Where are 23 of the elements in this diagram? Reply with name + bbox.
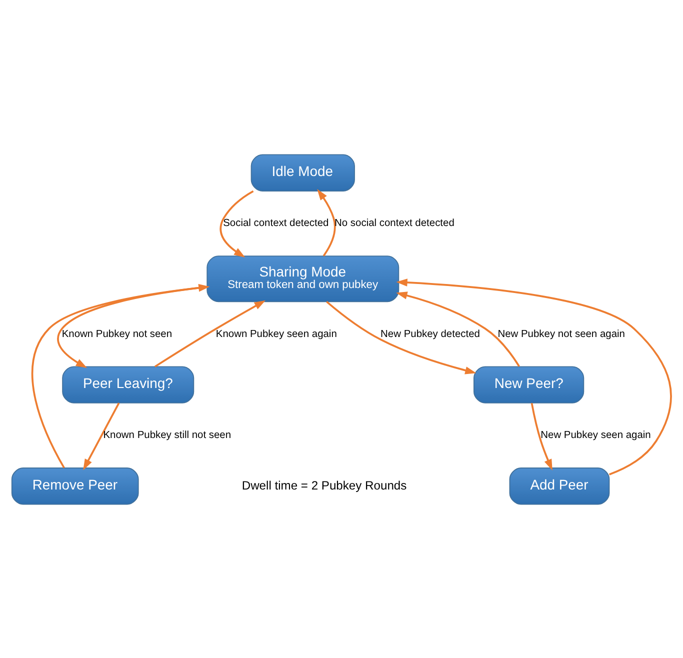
arrow <box>220 190 254 257</box>
edge-label: New Pubkey detected <box>380 328 480 340</box>
node-box: Peer Leaving? <box>62 366 194 403</box>
arrow <box>154 300 266 367</box>
edge-label: New Pubkey seen again <box>540 430 651 441</box>
arrow <box>396 278 672 475</box>
label: Dwell time = 2 Pubkey Rounds <box>242 478 407 492</box>
node-box: Add Peer <box>509 467 610 504</box>
arrow <box>83 402 120 470</box>
edge-label: Known Pubkey still not seen <box>103 430 232 441</box>
arrow <box>31 283 210 468</box>
node-box: Idle Mode <box>250 154 355 191</box>
node-box: Sharing Mode Stream token and own pubkey <box>206 255 400 302</box>
arrow <box>530 402 552 470</box>
arrow <box>317 188 336 256</box>
edge-label: Known Pubkey not seen <box>62 328 172 340</box>
node-box: New Peer? <box>474 366 584 403</box>
arrow <box>326 300 476 374</box>
edge-label: Social context detected <box>223 218 329 229</box>
edge-label: Known Pubkey seen again <box>216 328 337 340</box>
arrow <box>396 291 520 366</box>
edge-label: New Pubkey not seen again <box>498 328 625 340</box>
node-box: Remove Peer <box>11 467 139 504</box>
